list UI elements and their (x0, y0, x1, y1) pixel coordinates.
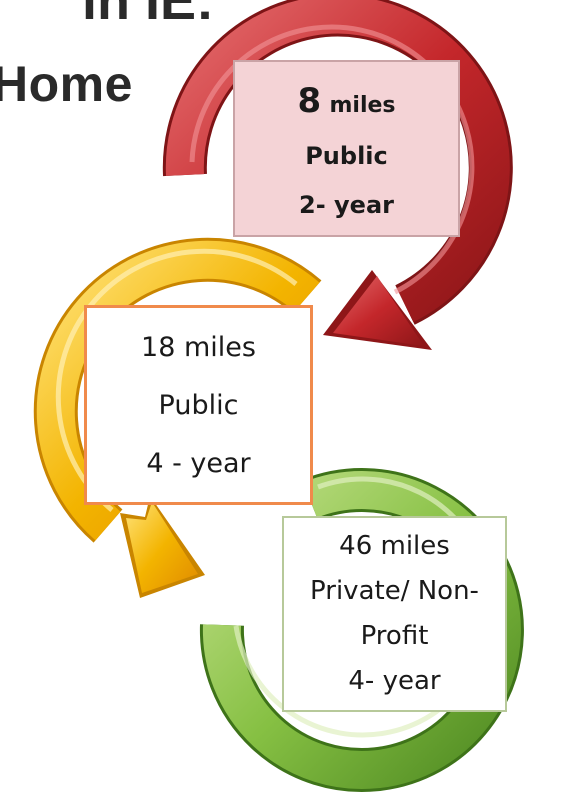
distance-label: 46 miles (339, 531, 450, 562)
distance-label: 18 miles (141, 331, 256, 363)
distance-number: 8 (297, 80, 322, 121)
program-length: 2- year (299, 190, 394, 219)
school-type-line-1: Private/ Non- (310, 576, 479, 607)
distance-box-18-miles: 18 miles Public 4 - year (84, 305, 313, 505)
title-line-2: Home (0, 56, 133, 112)
distance-box-8-miles: 8 miles Public 2- year (233, 60, 460, 237)
distance-box-46-miles: 46 miles Private/ Non- Profit 4- year (282, 516, 507, 712)
distance-label: 8 miles (297, 81, 395, 121)
school-type: Public (305, 141, 388, 170)
school-type: Public (158, 389, 239, 421)
red-circular-arrow (162, 0, 513, 350)
title-line-1: in IE: (82, 0, 214, 31)
distance-unit: miles (329, 92, 396, 118)
school-type-line-2: Profit (360, 621, 429, 652)
program-length: 4 - year (146, 447, 251, 479)
program-length: 4- year (348, 666, 441, 697)
